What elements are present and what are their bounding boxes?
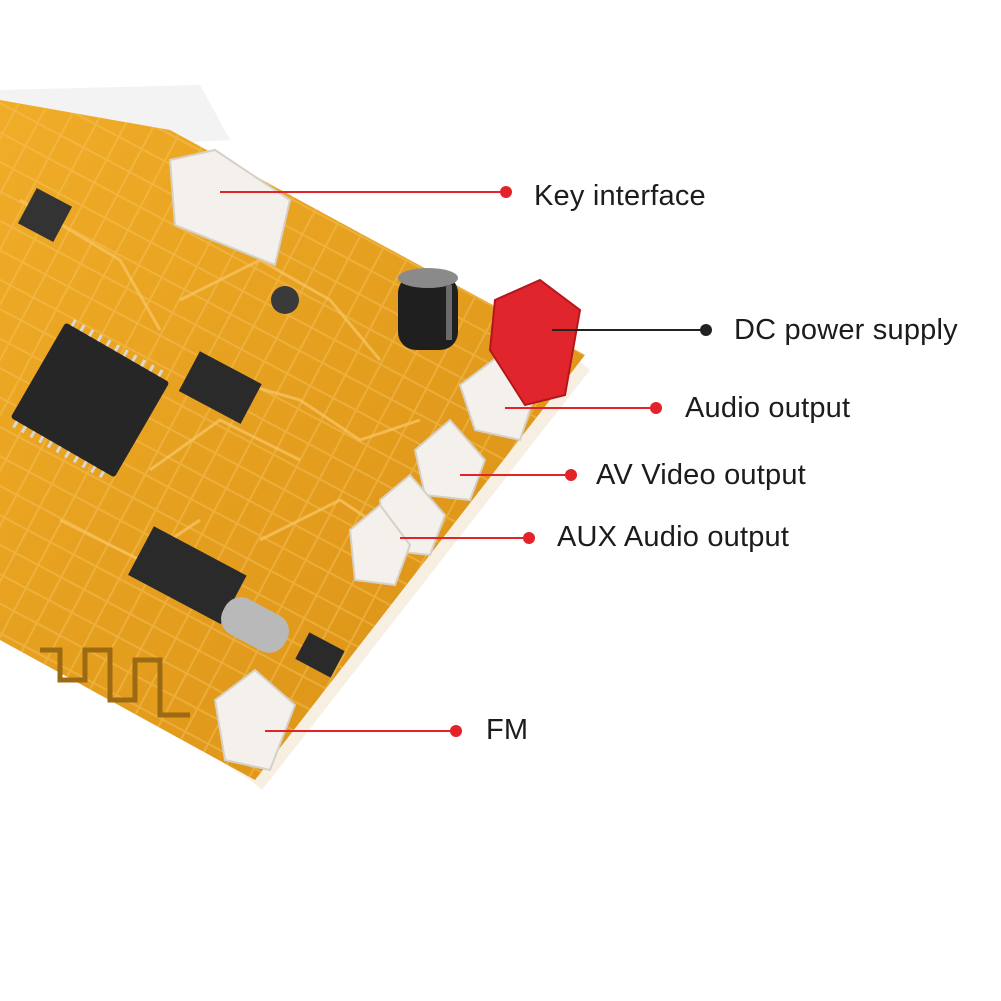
callout-audio-output: Audio output xyxy=(685,392,851,424)
callout-dc-power-supply: DC power supply xyxy=(734,314,958,346)
capacitor-icon xyxy=(398,268,458,350)
callout-key-interface: Key interface xyxy=(534,180,706,212)
callout-aux-audio-output: AUX Audio output xyxy=(557,521,790,553)
antenna-trace-icon xyxy=(40,647,190,718)
callout-av-video-output: AV Video output xyxy=(596,459,806,491)
chip-icon xyxy=(17,187,345,678)
callout-lines xyxy=(220,186,712,737)
connector-icon xyxy=(488,278,582,407)
crystal xyxy=(221,597,289,653)
chip-icon xyxy=(11,319,169,479)
callout-fm: FM xyxy=(486,714,529,746)
connector-icon xyxy=(168,148,537,772)
